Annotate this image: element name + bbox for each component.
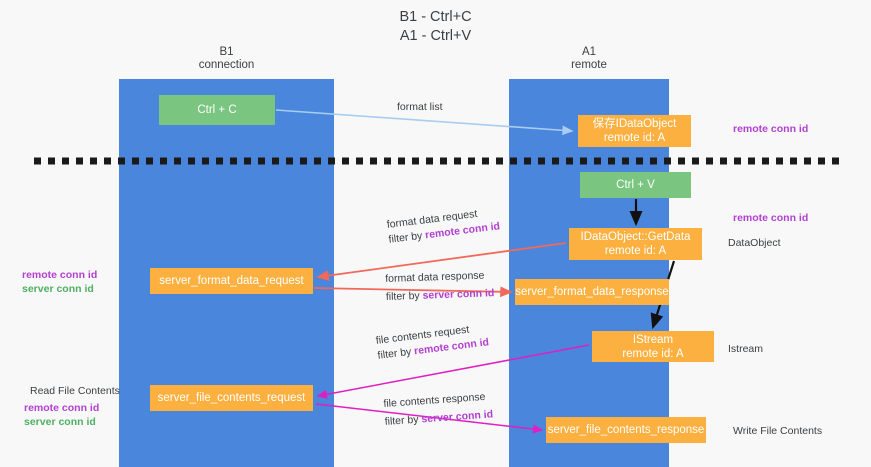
side-label-remote-conn-id-top: remote conn id (733, 123, 809, 135)
box-ctrl-c-label: Ctrl + C (197, 104, 237, 116)
box-ctrl-v-label: Ctrl + V (616, 179, 655, 191)
box-server-file-contents-response[interactable]: server_file_contents_response (546, 417, 706, 443)
box-server-format-data-request[interactable]: server_format_data_request (150, 268, 313, 294)
box-ctrl-v[interactable]: Ctrl + V (580, 172, 691, 198)
arrow-label-format-data-response-line1: format data response (385, 269, 485, 285)
box-getdata-line1: IDataObject::GetData (580, 231, 691, 243)
side-label-conn-ids-format: remote conn id server conn id (22, 268, 97, 296)
lane-a1-name: A1 (581, 46, 597, 58)
box-istream-line2: remote id: A (622, 347, 684, 360)
side-label-dataobject: DataObject (728, 237, 781, 249)
title-line-1: B1 - Ctrl+C (399, 9, 472, 25)
arrow-label-file-contents-request: file contents request filter by remote c… (375, 320, 490, 363)
filter-prefix: filter by (384, 413, 422, 428)
side-label-conn-ids-file: remote conn id server conn id (24, 401, 99, 429)
side-label-remote-conn-id-left: remote conn id (22, 269, 98, 281)
filter-key: server conn id (422, 287, 495, 302)
box-server-format-data-response-label: server_format_data_response (515, 286, 669, 298)
box-istream[interactable]: IStream remote id: A (592, 331, 714, 362)
lane-b1-role: connection (198, 59, 255, 71)
box-idataobject-getdata[interactable]: IDataObject::GetData remote id: A (569, 228, 702, 260)
box-save-idataobject[interactable]: 保存IDataObject remote id: A (578, 115, 691, 147)
box-istream-line1: IStream (632, 333, 674, 346)
side-label-server-conn-id-left-2: server conn id (24, 416, 96, 428)
box-server-file-contents-response-label: server_file_contents_response (547, 424, 705, 436)
box-getdata-line2: remote id: A (604, 245, 667, 257)
box-ctrl-c[interactable]: Ctrl + C (159, 95, 275, 125)
box-server-file-contents-request[interactable]: server_file_contents_request (150, 385, 313, 411)
lane-header-a1: A1 remote (509, 46, 669, 72)
arrow-label-format-list-text: format list (397, 101, 443, 113)
filter-key: server conn id (421, 408, 494, 426)
box-save-idataobject-line2: remote id: A (603, 132, 666, 144)
arrow-label-format-data-response-line2: filter by server conn id (386, 286, 495, 305)
box-server-file-contents-request-label: server_file_contents_request (157, 392, 306, 404)
side-label-write-file-contents: Write File Contents (733, 425, 823, 437)
box-save-idataobject-line1: 保存IDataObject (592, 118, 677, 130)
diagram-title: B1 - Ctrl+C A1 - Ctrl+V (0, 8, 871, 46)
filter-prefix: filter by (387, 229, 426, 246)
arrow-label-file-contents-response: file contents response filter by server … (383, 389, 494, 429)
side-label-istream: Istream (728, 343, 764, 355)
side-label-read-file-contents: Read File Contents (30, 385, 120, 397)
filter-prefix: filter by (385, 289, 423, 303)
side-label-remote-conn-id-mid: remote conn id (733, 212, 809, 224)
lane-a1-role: remote (571, 59, 607, 71)
arrow-label-format-data-request: format data request filter by remote con… (386, 204, 501, 247)
title-line-2: A1 - Ctrl+V (399, 28, 472, 44)
lane-b1-name: B1 (219, 46, 234, 58)
arrow-label-format-data-response: format data response filter by server co… (385, 268, 495, 305)
box-server-format-data-request-label: server_format_data_request (159, 275, 304, 287)
arrow-label-format-list: format list (397, 100, 443, 115)
box-server-format-data-response[interactable]: server_format_data_response (515, 279, 669, 305)
side-label-server-conn-id-left: server conn id (22, 283, 94, 295)
side-label-remote-conn-id-left-2: remote conn id (24, 402, 100, 414)
filter-prefix: filter by (376, 345, 415, 362)
lane-header-b1: B1 connection (119, 46, 334, 72)
